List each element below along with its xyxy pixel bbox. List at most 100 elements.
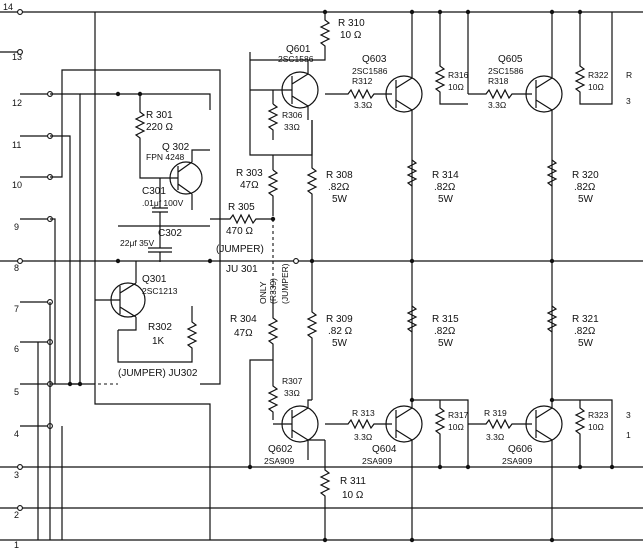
- r312-resistor: [325, 88, 392, 100]
- riser-pin-10: [50, 69, 221, 385]
- r307-resistor: [267, 375, 279, 420]
- pin-label-2: 2: [14, 510, 19, 520]
- q603-type: 2SC1586: [352, 66, 388, 76]
- r303-value: 47Ω: [240, 180, 259, 191]
- r321-resistor: [546, 305, 558, 333]
- riser-pin-11: [50, 135, 71, 384]
- upper-output-stage: R 310 10 Ω Q601 2SC1586 R306 33Ω R 308 .…: [250, 9, 632, 264]
- r313-resistor: [325, 418, 392, 430]
- r323-value: 10Ω: [588, 422, 604, 432]
- terminal-14: [17, 9, 23, 15]
- r316-label: R316: [448, 70, 469, 80]
- q605-transistor: [525, 75, 563, 113]
- terminal-3: [17, 464, 23, 470]
- r313-value: 3.3Ω: [354, 432, 372, 442]
- pin-label-14: 14: [3, 2, 13, 12]
- c301-capacitor: [152, 178, 168, 226]
- r321-watt: 5W: [578, 338, 594, 349]
- q605-label: Q605: [498, 54, 523, 65]
- jumper-vertical-label: (JUMPER): [280, 263, 290, 304]
- r314-value: .82Ω: [434, 182, 456, 193]
- jumper-top-label: (JUMPER): [216, 244, 264, 255]
- r307-label: R307: [282, 376, 303, 386]
- terminal-2: [17, 505, 23, 511]
- q604-type: 2SA909: [362, 456, 393, 466]
- q604-label: Q604: [372, 444, 397, 455]
- r304-label: R 304: [230, 314, 257, 325]
- pin-label-7: 7: [14, 304, 19, 314]
- r301-value: 220 Ω: [146, 122, 173, 133]
- r308-label: R 308: [326, 170, 353, 181]
- r318-resistor: [468, 88, 532, 100]
- r318-label: R318: [488, 76, 509, 86]
- r319-resistor: [468, 418, 532, 430]
- r320-value: .82Ω: [574, 182, 596, 193]
- r315-watt: 5W: [438, 338, 454, 349]
- cut-1-label: 1: [626, 430, 631, 440]
- q602-label: Q602: [268, 444, 293, 455]
- c302-label: C302: [158, 228, 182, 239]
- r306-label: R306: [282, 110, 303, 120]
- r310-value: 10 Ω: [340, 30, 362, 41]
- r316-value: 10Ω: [448, 82, 464, 92]
- r317-label: R317: [448, 410, 469, 420]
- r320-watt: 5W: [578, 194, 594, 205]
- r312-label: R312: [352, 76, 373, 86]
- r319-label: R 319: [484, 408, 507, 418]
- bias-section: R 303 47Ω R 305 470 Ω (JUMPER) JU 301 ON…: [210, 52, 313, 467]
- r316-resistor: [434, 12, 468, 105]
- r339-only-label: ONLY: [258, 281, 268, 304]
- riser-pin-5: [50, 383, 211, 540]
- terminal-8: [17, 258, 23, 264]
- r308-value: .82Ω: [328, 182, 350, 193]
- q603-label: Q603: [362, 54, 387, 65]
- q606-label: Q606: [508, 444, 533, 455]
- r309-watt: 5W: [332, 338, 348, 349]
- r305-label: R 305: [228, 202, 255, 213]
- r306-value: 33Ω: [284, 122, 300, 132]
- r303-resistor: [267, 169, 279, 216]
- q603-transistor: [385, 75, 423, 113]
- c302-value: 22μf 35V: [120, 238, 155, 248]
- pin-label-3: 3: [14, 470, 19, 480]
- q605-type: 2SC1586: [488, 66, 524, 76]
- r318-value: 3.3Ω: [488, 100, 506, 110]
- r323-resistor: [574, 400, 586, 467]
- r339-label: (R339): [268, 278, 278, 304]
- pin-label-13: 13: [12, 52, 22, 62]
- r317-resistor: [434, 400, 446, 467]
- lower-output-stage: R 309 .82 Ω 5W R307 33Ω Q602 2SA909 R 31…: [247, 261, 631, 543]
- r310-resistor: [250, 12, 331, 61]
- r320-resistor: [546, 159, 558, 187]
- r304-value: 47Ω: [234, 328, 253, 339]
- driver-block: R 301 220 Ω Q 302 FPN 4248 C301 .01μf 10…: [67, 91, 213, 387]
- jumper-bottom-label: (JUMPER) JU302: [118, 368, 198, 379]
- r321-value: .82Ω: [574, 326, 596, 337]
- r303-label: R 303: [236, 168, 263, 179]
- r311-value: 10 Ω: [342, 490, 364, 501]
- cut-r-label: R: [626, 70, 632, 80]
- r302-label: R302: [148, 322, 172, 333]
- c302-capacitor: [118, 225, 210, 262]
- q302-type: FPN 4248: [146, 152, 185, 162]
- r321-label: R 321: [572, 314, 599, 325]
- r311-resistor: [319, 440, 331, 540]
- r306-resistor: [267, 90, 279, 140]
- r314-resistor: [406, 159, 418, 187]
- pin-label-4: 4: [14, 429, 19, 439]
- pin-label-12: 12: [12, 98, 22, 108]
- r304-resistor: [267, 300, 279, 360]
- pin-label-5: 5: [14, 387, 19, 397]
- r305-resistor: [210, 213, 273, 225]
- riser-pin-9: [50, 218, 56, 384]
- terminal-13: [17, 49, 23, 55]
- r311-label: R 311: [340, 476, 366, 487]
- r315-value: .82Ω: [434, 326, 456, 337]
- q301-label: Q301: [142, 274, 167, 285]
- r317-value: 10Ω: [448, 422, 464, 432]
- cut-3b-label: 3: [626, 410, 631, 420]
- q302-label: Q 302: [162, 142, 190, 153]
- ju301-label: JU 301: [226, 264, 258, 275]
- c301-value: .01μf 100V: [142, 198, 184, 208]
